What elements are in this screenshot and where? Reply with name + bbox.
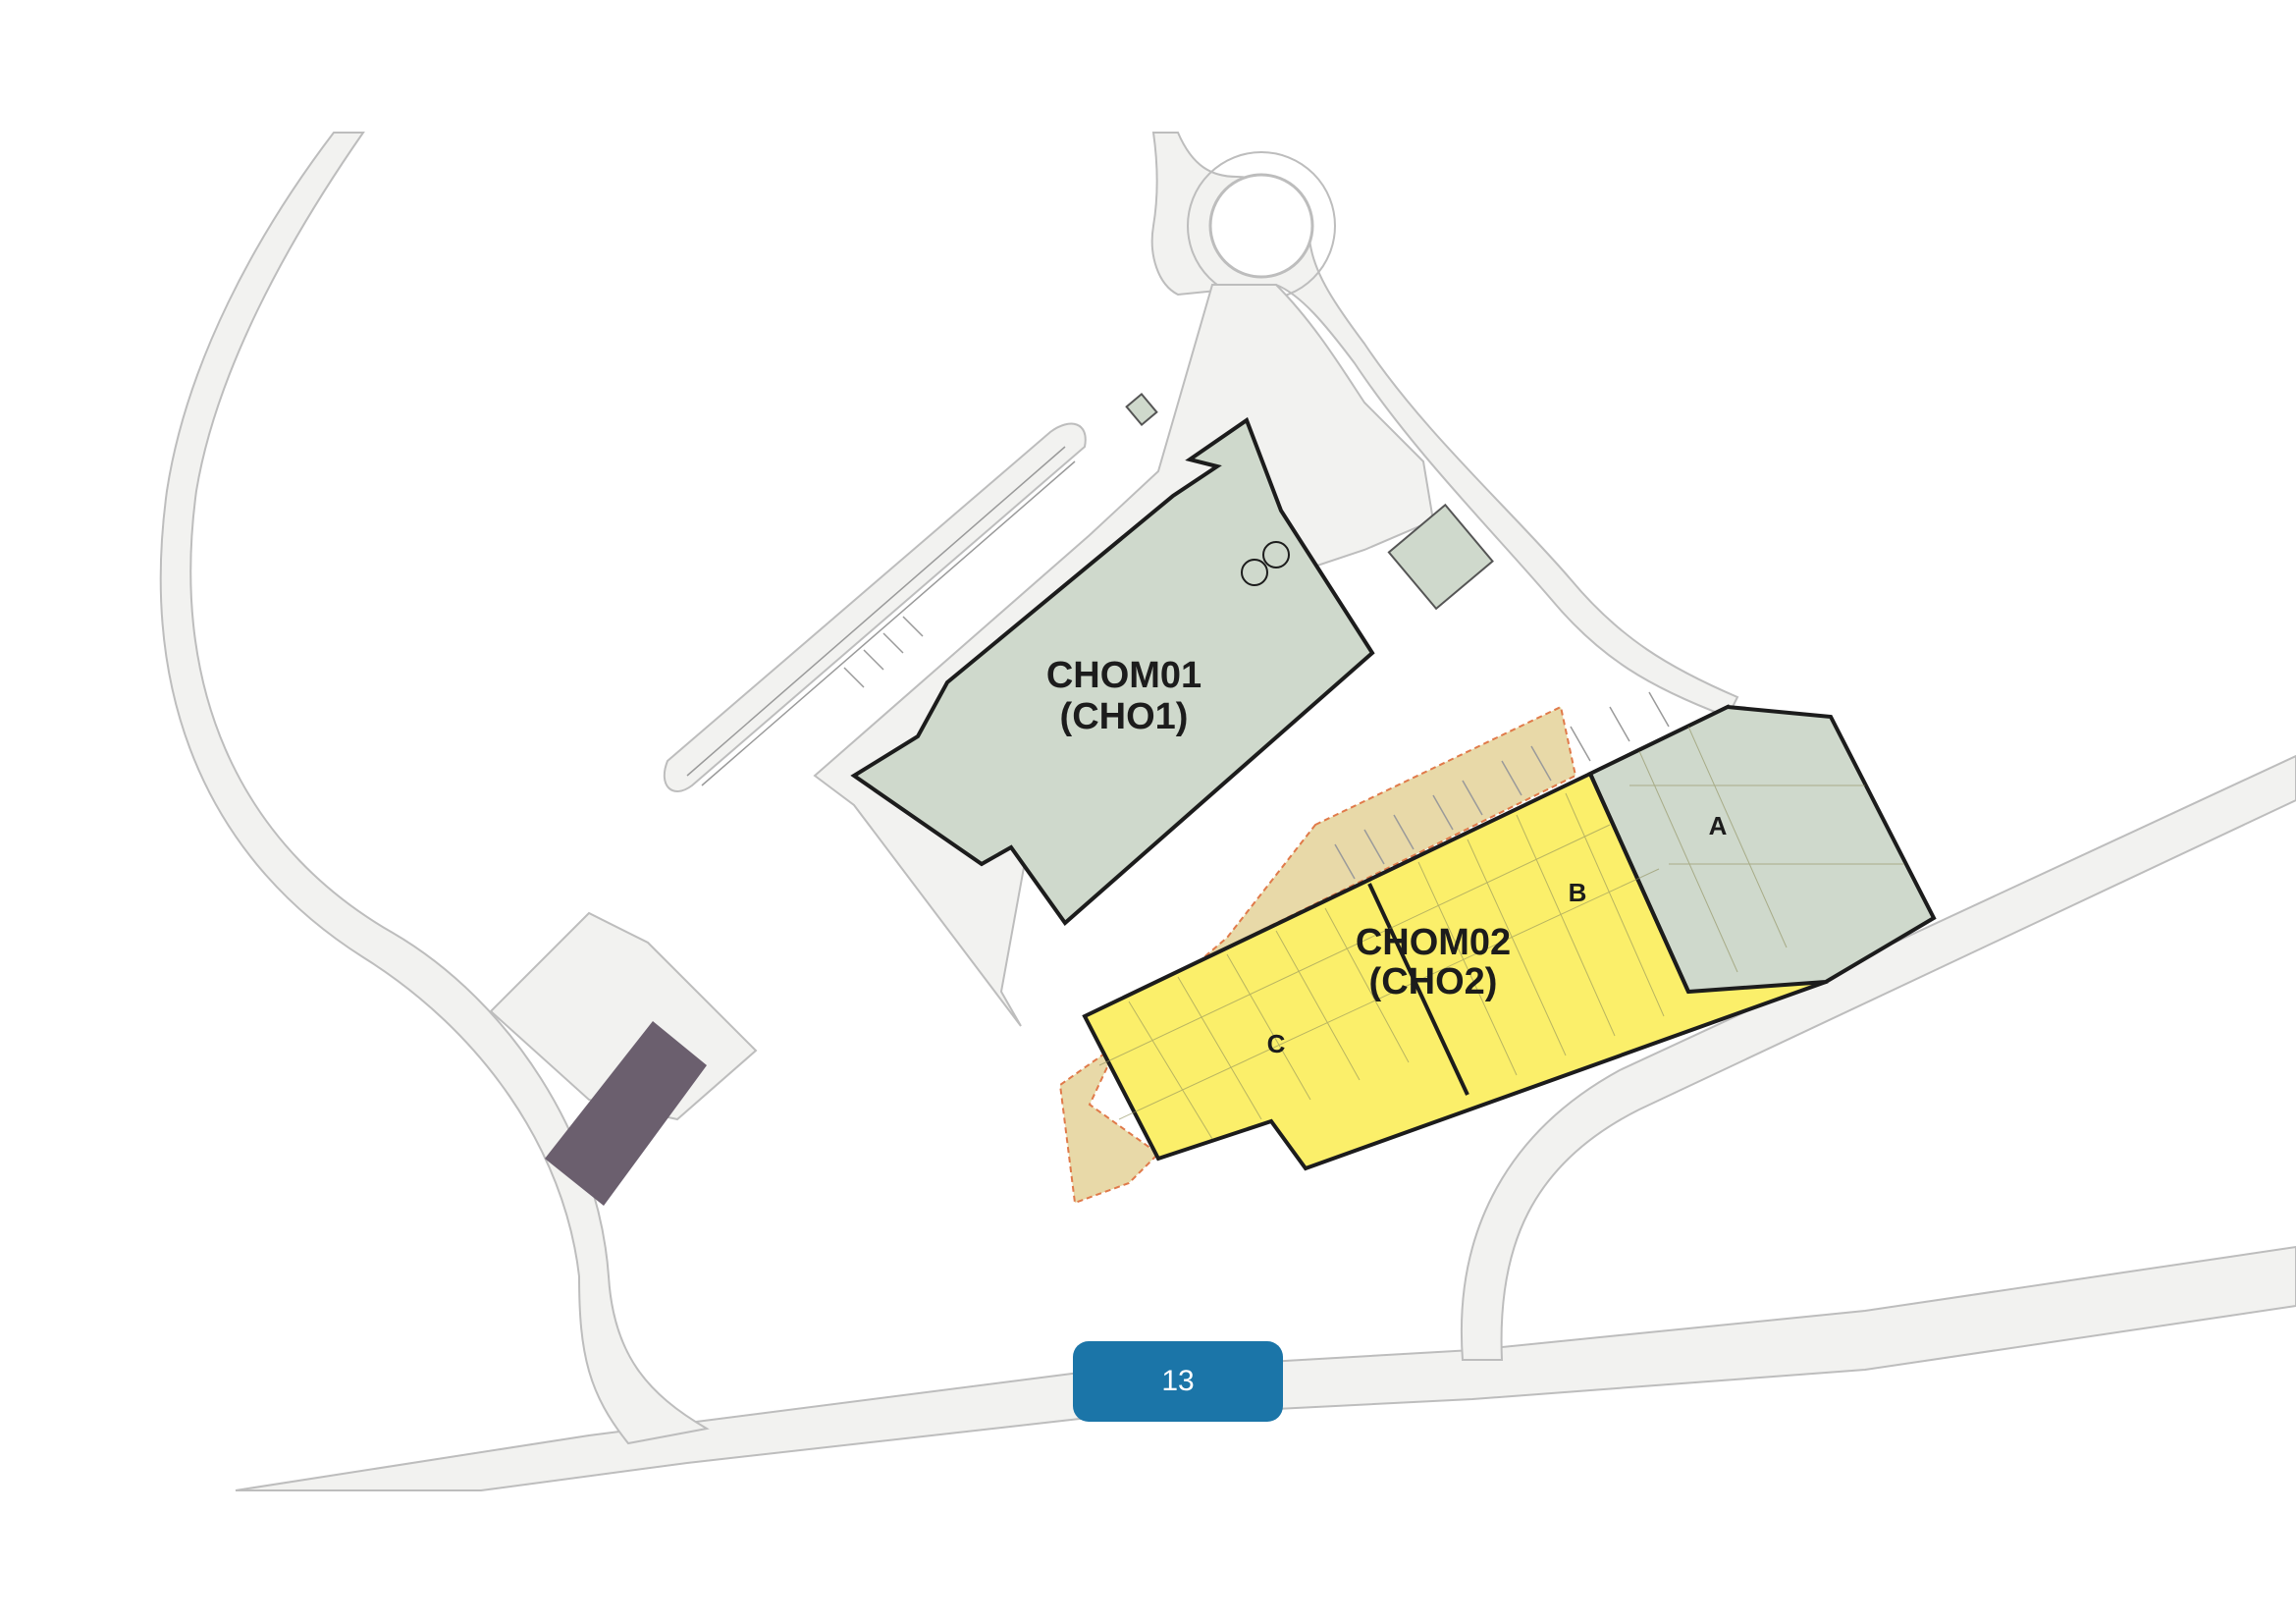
unit-a-label: A	[1709, 811, 1728, 840]
tank-icon	[1241, 559, 1268, 586]
east-road	[1461, 754, 2296, 1361]
chom01-label-line1: CHOM01	[1046, 655, 1201, 696]
gatehouse	[1125, 392, 1158, 427]
unit-b-label: B	[1569, 878, 1587, 907]
west-road	[159, 132, 710, 1445]
unit-c-label: C	[1267, 1029, 1286, 1058]
car-park-area	[663, 422, 1087, 792]
unit-divider-ab	[1588, 773, 1690, 993]
loading-bays	[1334, 691, 1670, 880]
chom01-building	[850, 416, 1375, 926]
tank-icon-2	[1262, 541, 1290, 568]
floor-grid	[1098, 726, 1904, 1140]
page-number-badge: 13	[1073, 1341, 1283, 1422]
chom01-label-line2: (CHO1)	[1060, 696, 1189, 737]
service-building	[1387, 503, 1494, 611]
chom02-label-line1: CHOM02	[1356, 922, 1511, 963]
roundabout	[1208, 173, 1314, 279]
purple-building	[545, 1021, 707, 1206]
unit-divider-bc	[1367, 883, 1469, 1096]
chom02-label-line2: (CHO2)	[1369, 961, 1498, 1002]
car-park-bays	[686, 446, 1076, 786]
